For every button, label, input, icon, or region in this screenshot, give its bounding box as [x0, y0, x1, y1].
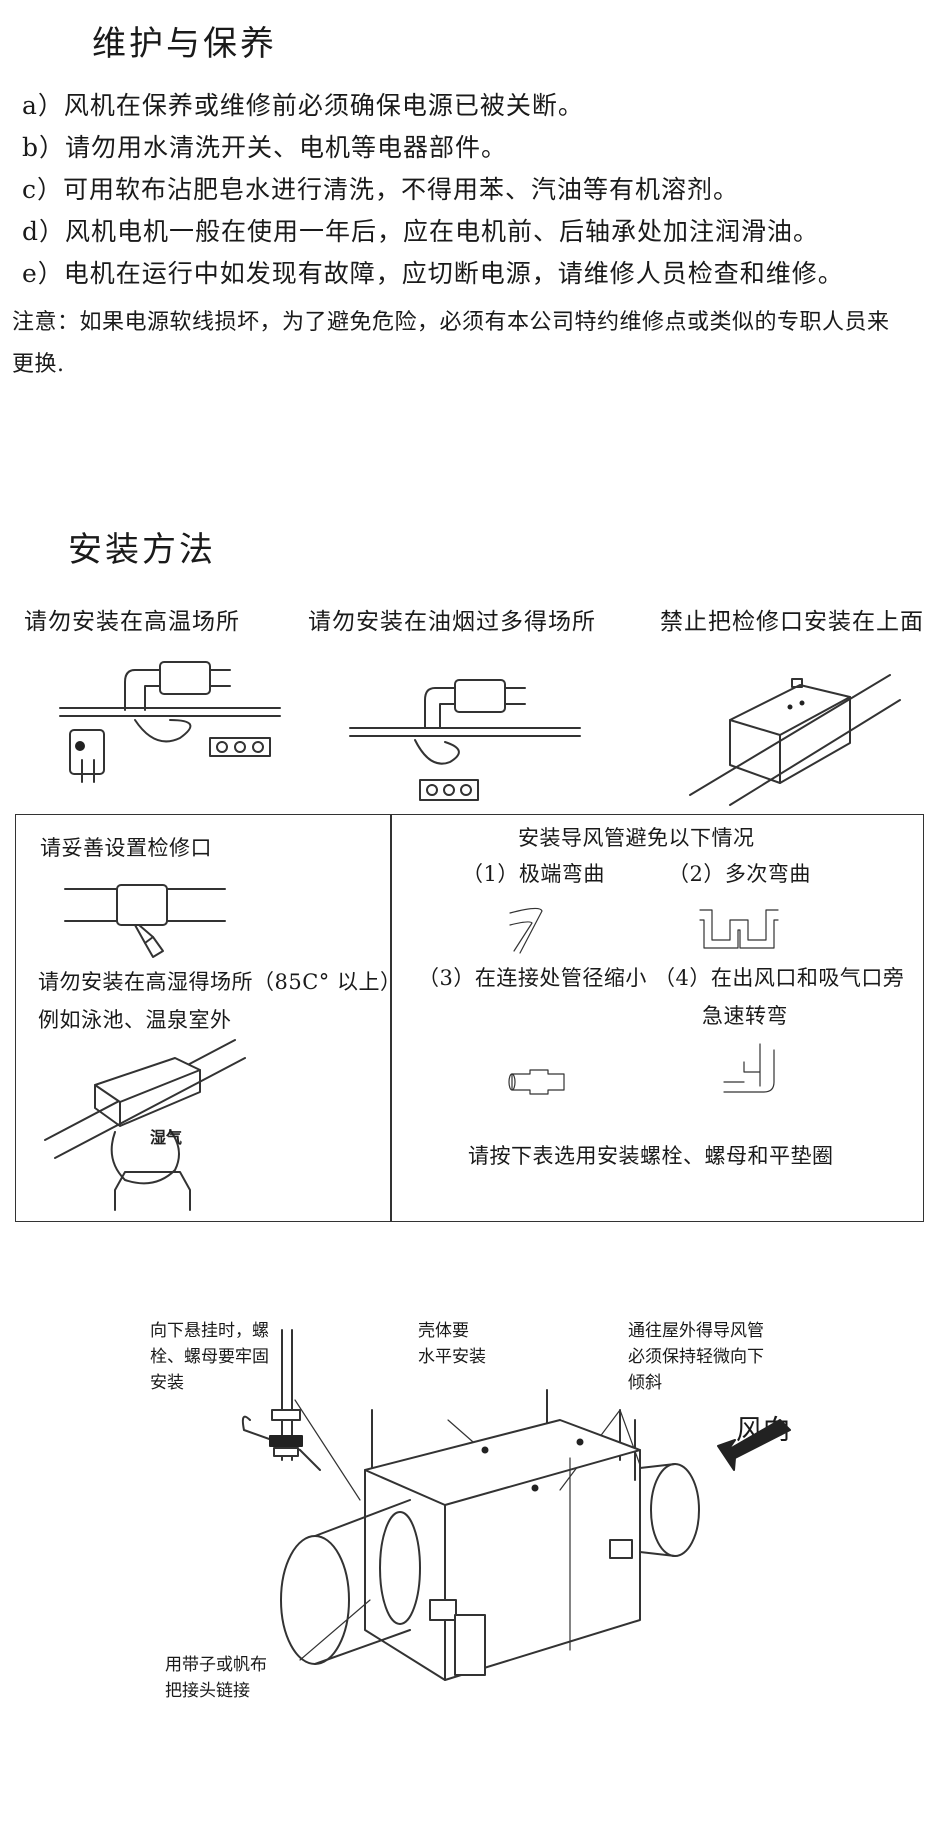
maintenance-item-c: c）可用软布沾肥皂水进行清洗，不得用苯、汽油等有机溶剂。: [22, 175, 740, 204]
caption-oily-smoke: 请勿安装在油烟过多得场所: [308, 609, 596, 635]
maintenance-item-a: a）风机在保养或维修前必须确保电源已被关断。: [22, 91, 584, 120]
humidity-illustration: [44, 1039, 246, 1211]
maintenance-note-line1: 注意：如果电源软线损坏，为了避免危险，必须有本公司特约维修点或类似的专职人员来: [12, 310, 890, 335]
maintenance-item-e: e）电机在运行中如发现有故障，应切断电源，请维修人员检查和维修。: [22, 259, 844, 288]
label-hanging-bolts: 向下悬挂时，螺 栓、螺母要牢固 安装: [150, 1321, 269, 1393]
high-temp-illustration: [59, 661, 281, 783]
caption-high-temp: 请勿安装在高温场所: [24, 609, 240, 635]
case-sharp-turn-line1: （4）在出风口和吸气口旁: [654, 966, 905, 990]
bolt-selection-note: 请按下表选用安装螺栓、螺母和平垫圈: [468, 1144, 834, 1168]
case-sharp-turn-line2: 急速转弯: [702, 1004, 788, 1028]
caption-pool-example: 例如泳池、温泉室外: [38, 1008, 232, 1032]
maintenance-title: 维护与保养: [92, 24, 277, 64]
maintenance-item-d: d）风机电机一般在使用一年后，应在电机前、后轴承处加注润滑油。: [22, 217, 820, 246]
fan-installation-diagram: [241, 1329, 791, 1681]
access-on-top-illustration: [689, 674, 901, 806]
extreme-bend-icon: [509, 907, 543, 954]
access-door-illustration: [64, 884, 226, 958]
left-info-box: [15, 814, 392, 1222]
label-strap-connection: 用带子或帆布 把接头链接: [165, 1655, 267, 1701]
case-diameter-shrink: （3）在连接处管径缩小: [418, 966, 647, 990]
maintenance-note-line2: 更换.: [12, 352, 65, 377]
label-shell-level: 壳体要 水平安装: [418, 1321, 486, 1367]
label-duct-slope: 通往屋外得导风管 必须保持轻微向下 倾斜: [628, 1321, 764, 1393]
diameter-shrink-icon: [508, 1069, 565, 1095]
caption-access-door: 请妥善设置检修口: [40, 836, 212, 860]
right-info-box: [390, 814, 924, 1222]
duct-avoid-title: 安装导风管避免以下情况: [518, 826, 755, 850]
multiple-bends-icon: [699, 909, 779, 949]
caption-access-top: 禁止把检修口安装在上面: [660, 609, 924, 635]
oily-smoke-illustration: [349, 679, 581, 801]
case-multiple-bends: （2）多次弯曲: [668, 862, 811, 886]
case-extreme-bend: （1）极端弯曲: [462, 862, 605, 886]
caption-high-humidity: 请勿安装在高湿得场所（85C° 以上）: [38, 970, 402, 994]
maintenance-item-b: b）请勿用水清洗开关、电机等电器部件。: [22, 133, 508, 162]
steam-label: 湿气: [150, 1128, 183, 1147]
sharp-turn-icon: [723, 1043, 775, 1093]
installation-title: 安装方法: [68, 530, 216, 570]
